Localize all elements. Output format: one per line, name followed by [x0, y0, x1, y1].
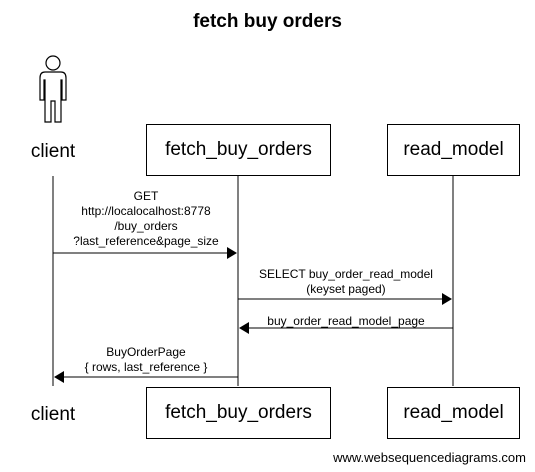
participant-fetch-buy-orders-top: fetch_buy_orders [146, 124, 331, 176]
message-3-label: buy_order_read_model_page [245, 314, 447, 329]
message-1-label: GET http://localocalhost:8778 /buy_order… [60, 189, 232, 249]
message-4-line-2: { rows, last_reference } [84, 360, 208, 374]
participant-fetch-buy-orders-bottom: fetch_buy_orders [146, 387, 331, 439]
message-1-line-2: http://localocalhost:8778 [81, 204, 211, 218]
diagram-title: fetch buy orders [193, 11, 342, 32]
message-2-label: SELECT buy_order_read_model (keyset page… [245, 267, 447, 297]
message-4-label: BuyOrderPage { rows, last_reference } [60, 345, 232, 375]
message-1-line-1: GET [133, 189, 159, 203]
actor-icon [39, 55, 67, 123]
participant-client-top: client [30, 141, 76, 162]
participant-label: fetch_buy_orders [165, 139, 312, 160]
participant-read-model-bottom: read_model [387, 387, 520, 439]
message-1-line-4: ?last_reference&page_size [73, 234, 219, 248]
message-3-line-1: buy_order_read_model_page [267, 314, 425, 328]
participant-label: read_model [403, 139, 504, 160]
message-1-line-3: /buy_orders [114, 219, 178, 233]
message-2-arrow [238, 293, 452, 305]
message-3-arrow [239, 322, 453, 334]
message-4-line-1: BuyOrderPage [106, 345, 186, 359]
participant-client-bottom: client [30, 404, 76, 425]
message-4-arrow [54, 371, 238, 383]
message-2-line-2: (keyset paged) [306, 282, 386, 296]
message-1-arrow [53, 247, 237, 259]
message-2-line-1: SELECT buy_order_read_model [259, 267, 433, 281]
participant-read-model-top: read_model [387, 124, 520, 176]
participant-label: read_model [403, 402, 504, 423]
participant-label: fetch_buy_orders [165, 402, 312, 423]
watermark-link[interactable]: www.websequencediagrams.com [333, 450, 526, 465]
